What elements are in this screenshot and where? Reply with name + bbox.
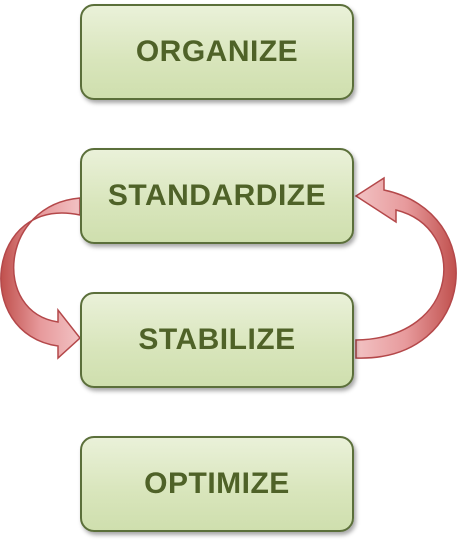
step-label-organize: ORGANIZE <box>135 35 299 68</box>
step-box-optimize: OPTIMIZE <box>80 436 354 532</box>
step-box-organize: ORGANIZE <box>80 4 354 100</box>
right-curved-arrow <box>354 176 457 359</box>
step-box-standardize: STANDARDIZE <box>80 148 354 244</box>
step-label-stabilize: STABILIZE <box>138 323 296 356</box>
step-label-optimize: OPTIMIZE <box>144 467 290 500</box>
step-label-standardize: STANDARDIZE <box>107 179 327 212</box>
left-curved-arrow <box>0 197 82 360</box>
step-box-stabilize: STABILIZE <box>80 292 354 388</box>
